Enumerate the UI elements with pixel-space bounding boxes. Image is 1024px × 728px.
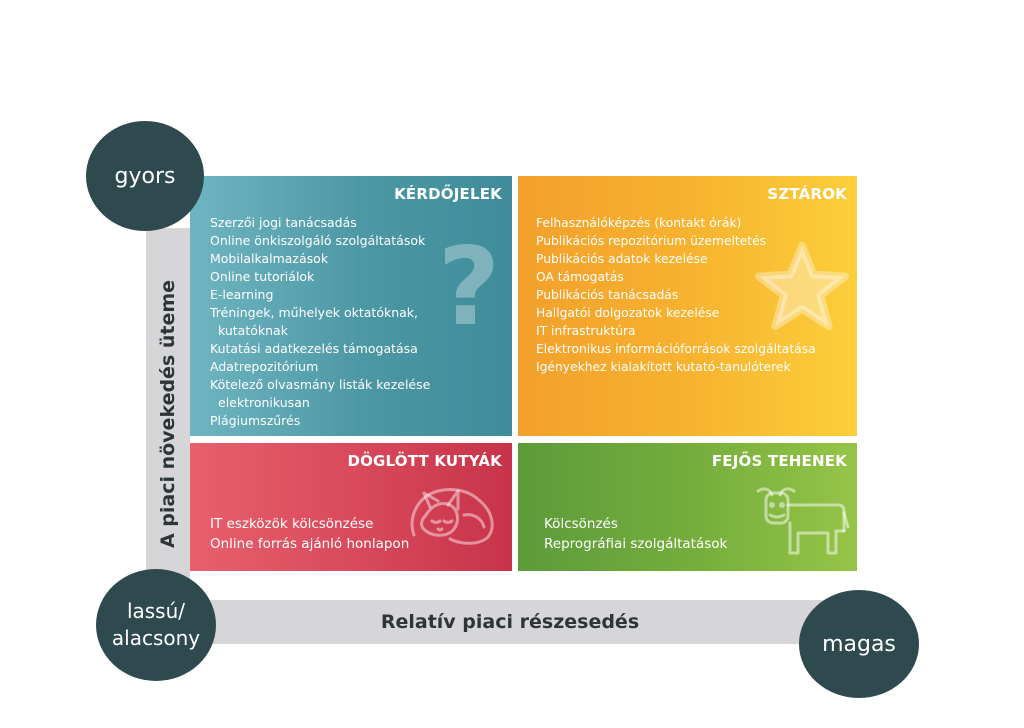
quadrant-title: SZTÁROK: [767, 185, 847, 203]
item-list: Felhasználóképzés (kontakt órák) Publiká…: [536, 214, 816, 376]
list-item: Online tutoriálok: [210, 269, 315, 284]
quadrant-dead-dogs: DÖGLÖTT KUTYÁK IT eszközök kölcsönzése O…: [190, 443, 512, 571]
list-item: elektronikusan: [218, 395, 310, 410]
list-item: Elektronikus információforrások szolgált…: [536, 342, 816, 356]
circle-high: magas: [799, 590, 919, 698]
sleeping-dog-icon: [410, 487, 494, 545]
circle-fast: gyors: [86, 121, 204, 231]
quadrant-stars: SZTÁROK Felhasználóképzés (kontakt órák)…: [518, 176, 857, 436]
list-item: OA támogatás: [536, 270, 624, 284]
list-item: Tréningek, műhelyek oktatóknak,: [210, 305, 418, 320]
horizontal-axis-label: Relatív piaci részesedés: [380, 611, 640, 633]
quadrant-title: DÖGLÖTT KUTYÁK: [347, 452, 502, 470]
quadrant-cash-cows: FEJŐS TEHENEK Kölcsönzés Reprográfiai sz…: [518, 443, 857, 571]
list-item: E-learning: [210, 287, 274, 302]
list-item: Szerzői jogi tanácsadás: [210, 215, 357, 230]
circle-slow-line2: alacsony: [111, 626, 201, 650]
list-item: Plágiumszűrés: [210, 413, 301, 428]
list-item: Igényekhez kialakított kutató-tanulótere…: [536, 360, 791, 374]
list-item: Online forrás ajánló honlapon: [210, 536, 410, 552]
svg-text:?: ?: [440, 232, 498, 332]
quadrant-question-marks: ? KÉRDŐJELEK Szerzői jogi tanácsadás Onl…: [190, 176, 512, 436]
list-item: Reprográfiai szolgáltatások: [544, 536, 728, 552]
circle-slow-line1: lassú/: [126, 599, 186, 623]
list-item: Publikációs repozitórium üzemeltetés: [536, 234, 767, 248]
horizontal-axis-bar: [190, 600, 830, 644]
circle-slow-low: lassú/ alacsony: [96, 569, 216, 681]
list-item: Kutatási adatkezelés támogatása: [210, 341, 418, 356]
list-item: Felhasználóképzés (kontakt órák): [536, 216, 742, 230]
vertical-axis-label: A piaci növekedés üteme: [146, 228, 190, 600]
list-item: IT eszközök kölcsönzése: [210, 516, 374, 532]
list-item: IT infrastruktúra: [536, 324, 636, 338]
list-item: Hallgatói dolgozatok kezelése: [536, 306, 720, 320]
question-mark-icon: ?: [440, 232, 498, 332]
list-item: Publikációs tanácsadás: [536, 288, 679, 302]
vertical-axis-label-text: A piaci növekedés üteme: [157, 279, 180, 549]
list-item: Kölcsönzés: [544, 516, 618, 532]
list-item: Mobilalkalmazások: [210, 251, 329, 266]
list-item: Online önkiszolgáló szolgáltatások: [210, 233, 426, 248]
list-item: Publikációs adatok kezelése: [536, 252, 708, 266]
list-item: Adatrepozitórium: [210, 359, 319, 374]
item-list: IT eszközök kölcsönzése Online forrás aj…: [210, 514, 409, 554]
list-item: kutatóknak: [218, 323, 288, 338]
quadrant-title: FEJŐS TEHENEK: [711, 452, 847, 470]
vertical-axis-bar: [146, 228, 190, 600]
cow-icon: [756, 487, 850, 555]
star-icon: [755, 241, 849, 331]
item-list: Kölcsönzés Reprográfiai szolgáltatások: [544, 514, 727, 554]
item-list: Szerzői jogi tanácsadás Online önkiszolg…: [210, 214, 430, 430]
list-item: Kötelező olvasmány listák kezelése: [210, 377, 431, 392]
quadrant-title: KÉRDŐJELEK: [394, 185, 502, 203]
